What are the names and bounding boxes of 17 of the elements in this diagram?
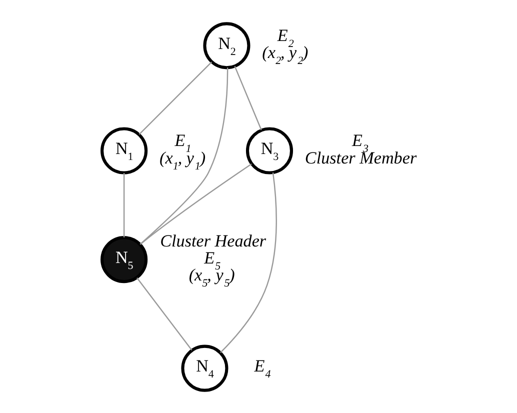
node-circle: N$_{4}$ xyxy=(181,344,228,392)
connector xyxy=(140,163,252,244)
connector xyxy=(220,172,277,353)
node-circle: N$_{5}$ xyxy=(100,236,148,283)
connector xyxy=(123,172,125,237)
node-circle: N$_{2}$ xyxy=(203,22,250,69)
node-label: E$_{5}$ xyxy=(204,248,221,272)
node-label: Cluster Header xyxy=(160,230,266,250)
node-circle: N$_{1}$ xyxy=(100,126,148,174)
node-label: E$_{2}$ xyxy=(277,26,294,50)
node-label: E$_{4}$ xyxy=(254,356,271,380)
connector xyxy=(140,67,228,244)
node-circle: N$_{3}$ xyxy=(246,126,294,174)
connector xyxy=(138,61,212,134)
connector xyxy=(136,277,192,350)
node-label: E$_{1}$ xyxy=(174,130,192,155)
connector xyxy=(234,65,262,130)
